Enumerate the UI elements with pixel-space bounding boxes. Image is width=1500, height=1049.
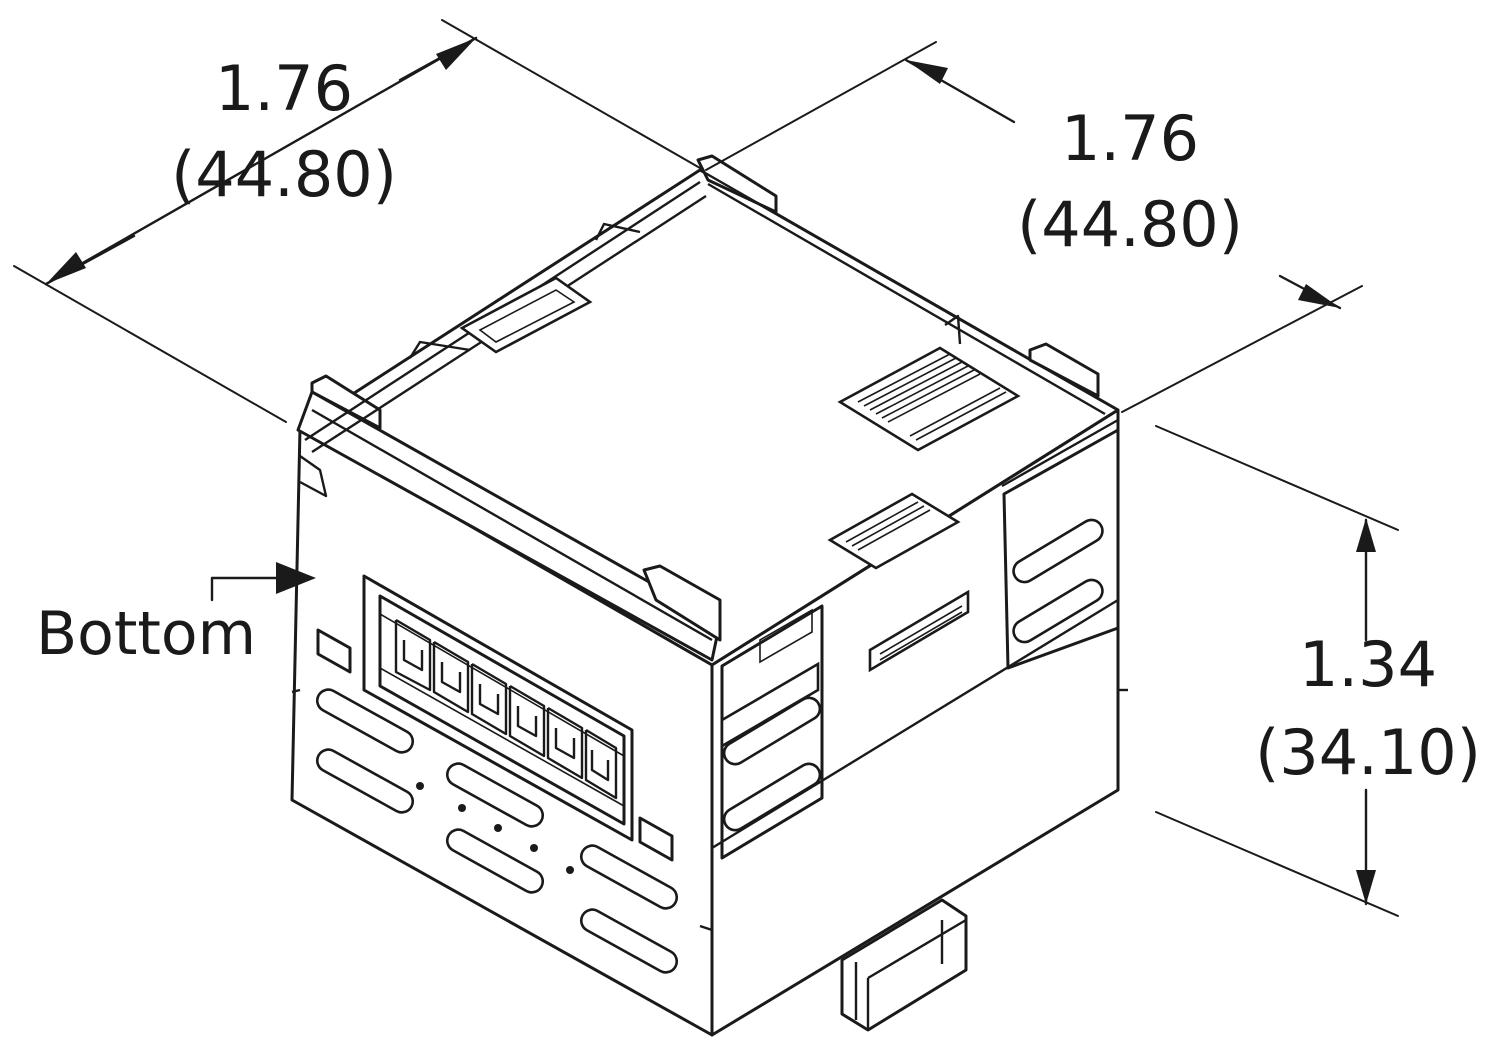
dimension-labels: 1.76 (44.80) 1.76 (44.80) 1.34 (34.10) B… <box>36 52 1481 789</box>
width-right-inches: 1.76 <box>1061 102 1199 175</box>
top-openings <box>459 276 1021 570</box>
module-body <box>290 154 1128 1037</box>
width-left-mm: (44.80) <box>171 138 397 211</box>
width-left-inches: 1.76 <box>215 52 353 125</box>
width-right-mm: (44.80) <box>1017 188 1243 261</box>
bottom-callout-label: Bottom <box>36 599 256 669</box>
top-connector-cutout <box>837 346 1021 452</box>
height-mm: (34.10) <box>1255 716 1481 789</box>
top-rails <box>296 154 1119 662</box>
dimension-lines <box>13 19 1399 917</box>
height-inches: 1.34 <box>1299 628 1437 701</box>
front-vent-slots <box>315 688 679 974</box>
front-details <box>291 455 713 974</box>
right-details <box>710 418 1128 1035</box>
din-rail-clip <box>840 898 968 1032</box>
